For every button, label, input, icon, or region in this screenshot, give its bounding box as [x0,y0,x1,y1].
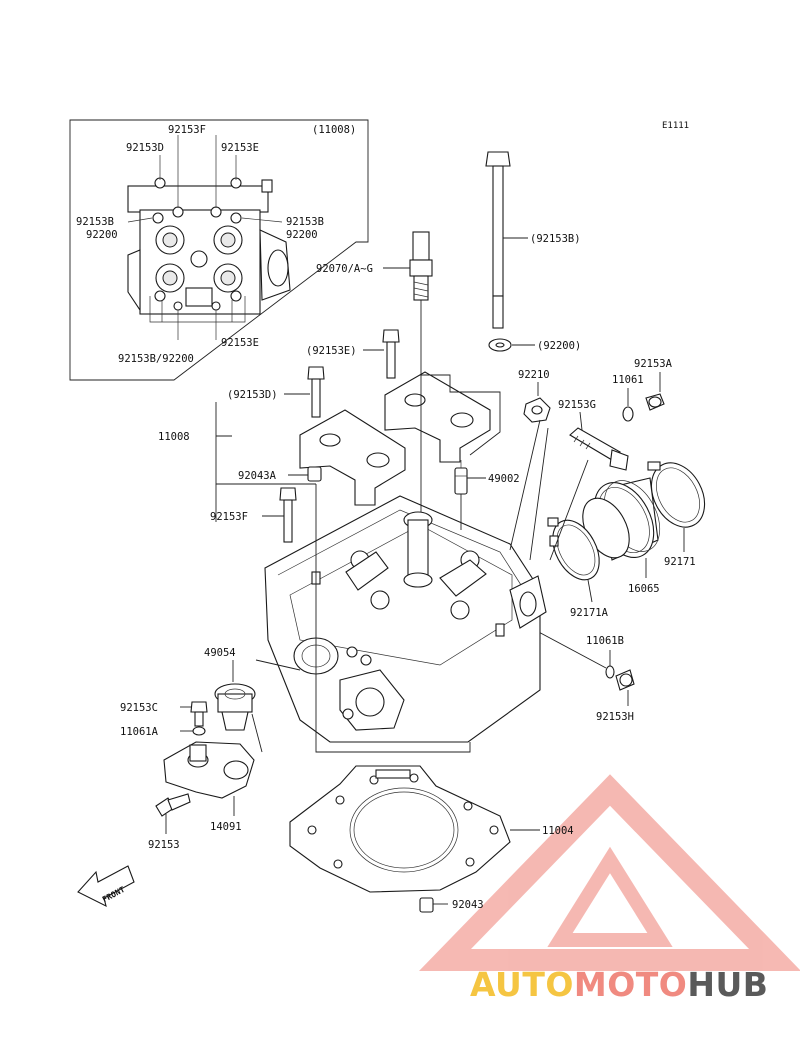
clamp-92171 [647,461,706,528]
bolt-92153d [307,366,325,418]
long-bolt-92153b [485,151,511,329]
callout-washer-a: 11061A [120,726,159,738]
bolt-92153f [279,487,297,543]
inset-panel: (11008) 92153F 92153D 92153E 92153B 9220… [69,119,369,381]
callout-bolt-h: 92153H [596,711,634,723]
valve-49002 [454,460,468,495]
inset-cylinder-head [127,177,291,315]
watermark-moto: MOTO [574,965,687,1004]
bolt-92153a [645,393,665,411]
dowel-92043 [419,897,434,913]
camshaft-holder-left [299,409,406,506]
svg-text:AUTOMOTOHUB: AUTOMOTOHUB [470,965,768,1004]
inset-ref-label: (11008) [312,124,356,136]
callout-valve: 49002 [488,473,520,485]
inset-label-right-mid-b: 92200 [286,229,318,241]
bolt-92153g [569,427,629,471]
inset-label-right-top: 92153E [221,142,259,154]
washer-11061b [605,665,615,679]
callout-bolt-f: 92153F [210,511,248,523]
callout-thermo-cover: 14091 [210,821,242,833]
thermostat-cover-14091 [163,741,255,799]
front-arrow-icon: FRONT [77,865,135,908]
watermark-text: AUTOMOTOHUB [470,965,768,1004]
callout-clamp-right: 92171 [664,556,696,568]
bolt-92153 [155,793,191,817]
callout-cam-holder: 11008 [158,431,190,443]
callout-washer: (92200) [537,340,581,352]
clamp-92171a [547,517,600,581]
watermark-auto: AUTO [470,965,574,1004]
thermostat-49054 [214,683,256,731]
callout-bolt-g: 92153G [558,399,596,411]
washer-11061a [192,726,206,736]
callout-thermostat: 49054 [204,647,236,659]
cylinder-head-main [264,495,547,743]
callout-bolt-c: 92153C [120,702,158,714]
callout-dowel-a: 92043A [238,470,277,482]
camshaft-holder-right [384,371,491,463]
callout-bolt-e: (92153E) [306,345,357,357]
washer-92200 [488,338,512,352]
callout-bolt-plain: 92153 [148,839,180,851]
callout-washer-b: 11061B [586,635,624,647]
callout-clamp-left: 92171A [570,607,609,619]
bolt-92153c [190,701,208,727]
callout-nut: 92210 [518,369,550,381]
inset-label-bottom-right: 92153E [221,337,259,349]
bolt-92153h [615,669,635,691]
diagram-code: E1111 [662,121,689,131]
washer-11061 [622,406,634,422]
spark-plug [409,231,433,312]
bolt-92153e [382,329,400,379]
callout-bolt-a: 92153A [634,358,673,370]
inset-label-right-mid-a: 92153B [286,216,324,228]
head-gasket-11004 [289,765,511,893]
inset-label-bottom-left: 92153B/92200 [118,353,194,365]
callout-spark-plug: 92070/A~G [316,263,373,275]
watermark-logo [418,774,800,971]
inset-label-left-mid-a: 92153B [76,216,114,228]
inset-label-left-top: 92153D [126,142,164,154]
callout-dowel: 92043 [452,899,484,911]
inset-label-top: 92153F [168,124,206,136]
nut-92210 [523,397,551,423]
intake-duct-16065 [582,477,661,561]
callout-washer-11061: 11061 [612,374,644,386]
callout-bolt-d: (92153D) [227,389,278,401]
callout-intake-duct: 16065 [628,583,660,595]
watermark-hub: HUB [687,965,768,1004]
dowel-92043a [307,466,322,482]
callout-bolt-long: (92153B) [530,233,581,245]
callout-gasket: 11004 [542,825,574,837]
inset-label-left-mid-b: 92200 [86,229,118,241]
